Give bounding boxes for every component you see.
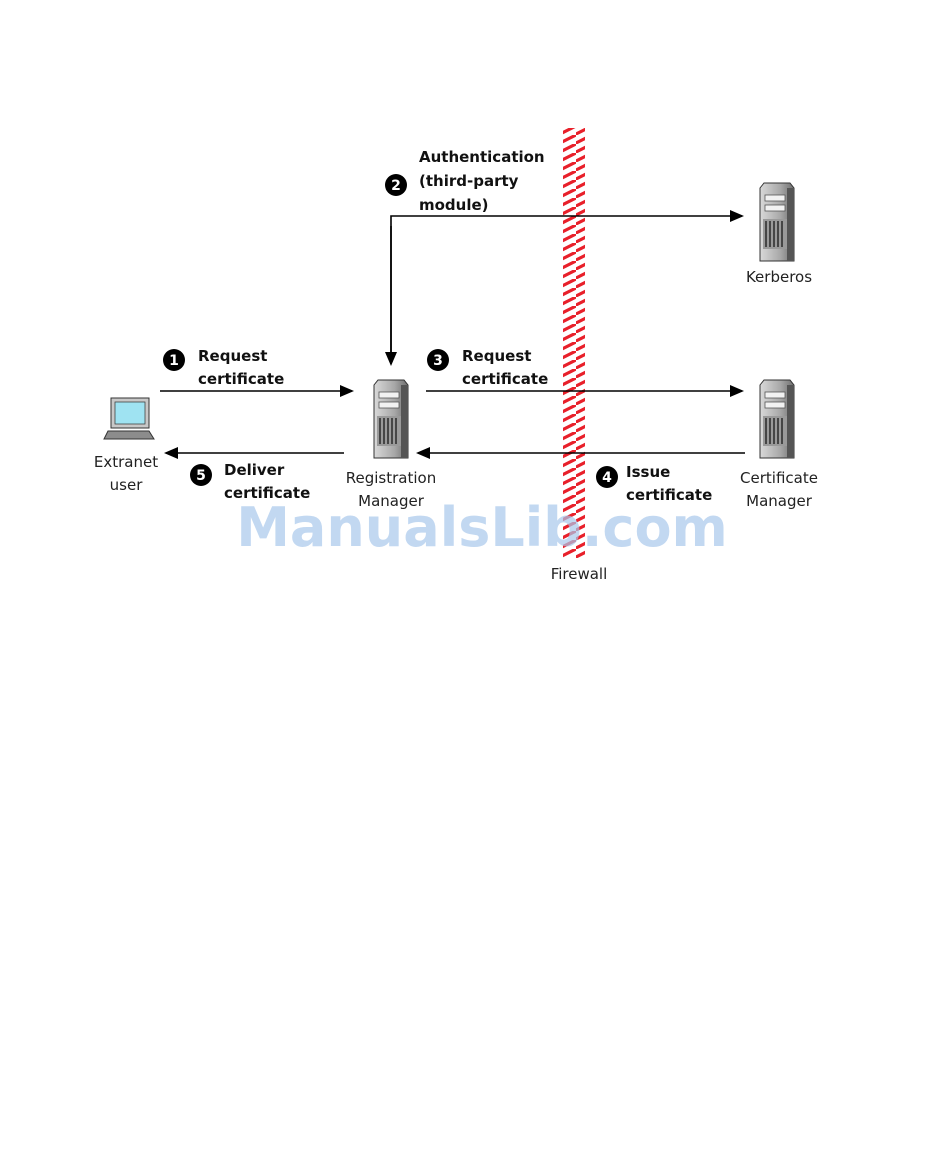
server-icon — [760, 380, 794, 458]
registration-manager-node: Registration Manager — [346, 380, 436, 510]
certificate-manager-node: Certificate Manager — [740, 380, 818, 510]
step-number: 1 — [169, 353, 179, 369]
server-icon — [760, 183, 794, 261]
firewall-wall — [563, 128, 585, 558]
extranet-user-node: Extranet user — [94, 398, 158, 494]
step-2: 2 Authentication (third-party module) — [385, 148, 545, 214]
step-label-line3: module) — [419, 196, 489, 214]
step-number: 4 — [602, 470, 612, 486]
registration-manager-label-line1: Registration — [346, 469, 436, 487]
kerberos-label: Kerberos — [746, 268, 812, 286]
step-label-line2: certificate — [198, 370, 284, 388]
extranet-user-label-line1: Extranet — [94, 453, 158, 471]
step-number: 3 — [433, 353, 443, 369]
kerberos-node: Kerberos — [746, 183, 812, 286]
step-label-line1: Request — [462, 347, 531, 365]
certificate-manager-label-line2: Manager — [746, 492, 813, 510]
certificate-manager-label-line1: Certificate — [740, 469, 818, 487]
step-1: 1 Request certificate — [163, 347, 284, 388]
step-label-line2: certificate — [462, 370, 548, 388]
firewall-label: Firewall — [551, 565, 608, 583]
step-label-line1: Issue — [626, 463, 670, 481]
step-label-line1: Authentication — [419, 148, 545, 166]
step-number: 2 — [391, 178, 401, 194]
watermark: ManualsLib.com — [236, 496, 728, 559]
connectors — [160, 216, 745, 453]
step-number: 5 — [196, 468, 206, 484]
step-label-line1: Request — [198, 347, 267, 365]
extranet-user-label-line2: user — [110, 476, 144, 494]
server-icon — [374, 380, 408, 458]
laptop-icon — [104, 398, 154, 439]
step-label-line1: Deliver — [224, 461, 285, 479]
step-label-line2: (third-party — [419, 172, 519, 190]
step-3: 3 Request certificate — [427, 347, 548, 388]
